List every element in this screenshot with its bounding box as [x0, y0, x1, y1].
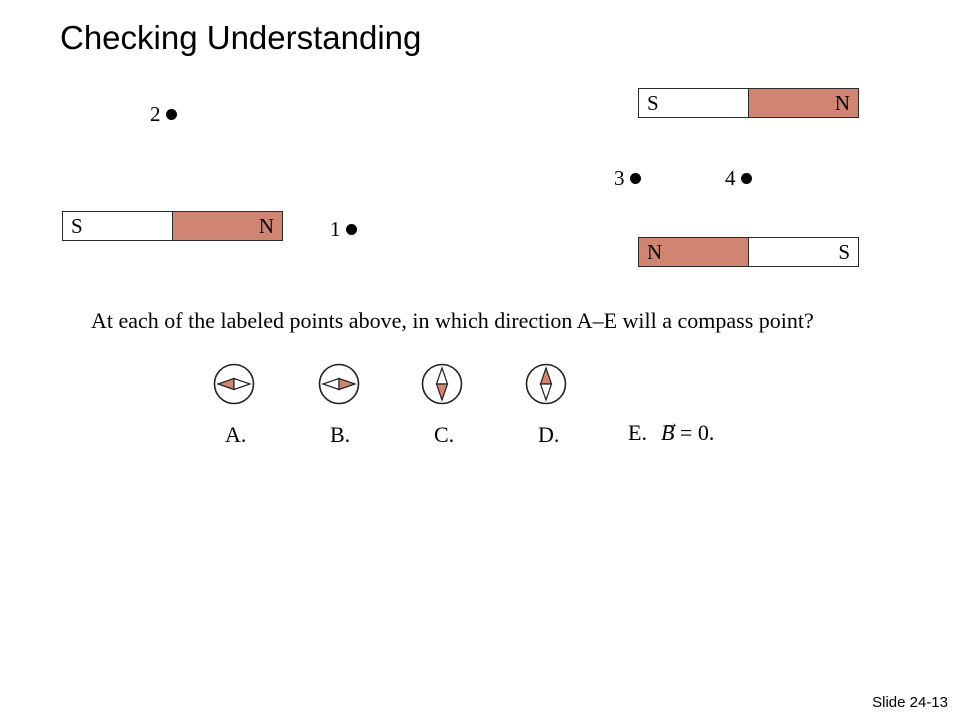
- bar-magnet-left: S N: [62, 211, 283, 241]
- slide-title: Checking Understanding: [60, 19, 422, 56]
- bar-magnet-top-right: S N: [638, 88, 859, 118]
- choice-d-label: D.: [538, 422, 560, 447]
- point-dot: [345, 223, 357, 235]
- choice-e: E. →B = 0.: [628, 415, 715, 450]
- choice-a-label: A.: [225, 422, 247, 447]
- magnet-south-pole: S: [63, 212, 172, 240]
- choice-e-equation: = 0.: [679, 420, 715, 445]
- point-dot: [165, 108, 177, 120]
- compass-icon-left: [213, 363, 255, 405]
- point-1: 1: [330, 217, 357, 241]
- point-dot: [740, 172, 752, 184]
- question-text: At each of the labeled points above, in …: [91, 308, 814, 333]
- point-4: 4: [725, 166, 752, 190]
- vector-b: →B: [661, 415, 679, 450]
- compass-icon-up: [525, 363, 567, 405]
- magnet-north-pole: N: [748, 89, 858, 117]
- compass-icon-right: [318, 363, 360, 405]
- point-dot: [629, 172, 641, 184]
- bar-magnet-bottom-right: N S: [638, 237, 859, 267]
- slide-number: Slide 24-13: [872, 694, 948, 711]
- choice-c-label: C.: [434, 422, 455, 447]
- magnet-south-pole: S: [748, 238, 858, 266]
- vector-arrow-icon: →: [662, 415, 679, 432]
- compass-icon-down: [421, 363, 463, 405]
- magnet-south-pole: S: [639, 89, 748, 117]
- choice-e-label: E.: [628, 420, 647, 445]
- magnet-north-pole: N: [172, 212, 282, 240]
- point-2: 2: [150, 102, 177, 126]
- magnet-north-pole: N: [639, 238, 748, 266]
- choice-b-label: B.: [330, 422, 351, 447]
- point-3: 3: [614, 166, 641, 190]
